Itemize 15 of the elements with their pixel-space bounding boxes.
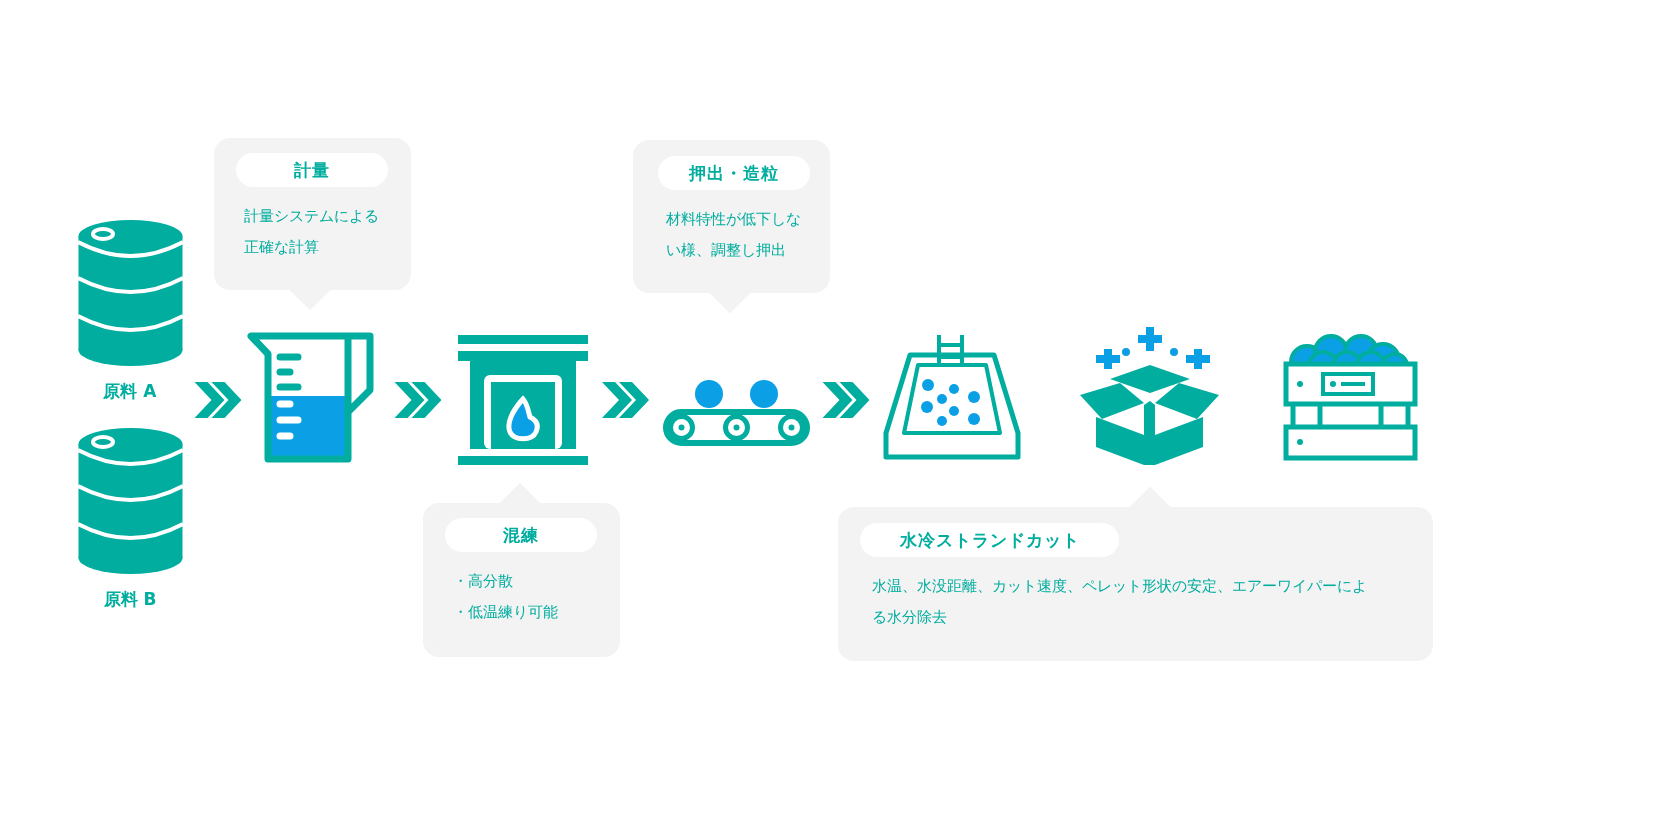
step-title: 水冷ストランドカット [860, 523, 1119, 557]
step-description: 水温、水没距離、カット速度、ペレット形状の安定、エアーワイパーによる水分除去 [871, 576, 1367, 628]
step-title: 計量 [236, 153, 388, 187]
chevron-arrow [822, 382, 870, 418]
step-description: ・高分散 [452, 571, 514, 592]
step-title: 混練 [445, 518, 597, 552]
material-label: 原料 B [103, 588, 157, 611]
step-description: 材料特性が低下しない様、調整し押出 [665, 209, 802, 261]
chevron-arrow [194, 382, 242, 418]
material-label: 原料 A [103, 380, 157, 403]
step-title: 押出・造粒 [658, 156, 810, 190]
step-description: ・低温練り可能 [452, 601, 559, 623]
chevron-arrow [602, 382, 649, 418]
step-description: 計量システムによる正確な計算 [243, 206, 380, 258]
chevron-arrow [394, 382, 442, 418]
